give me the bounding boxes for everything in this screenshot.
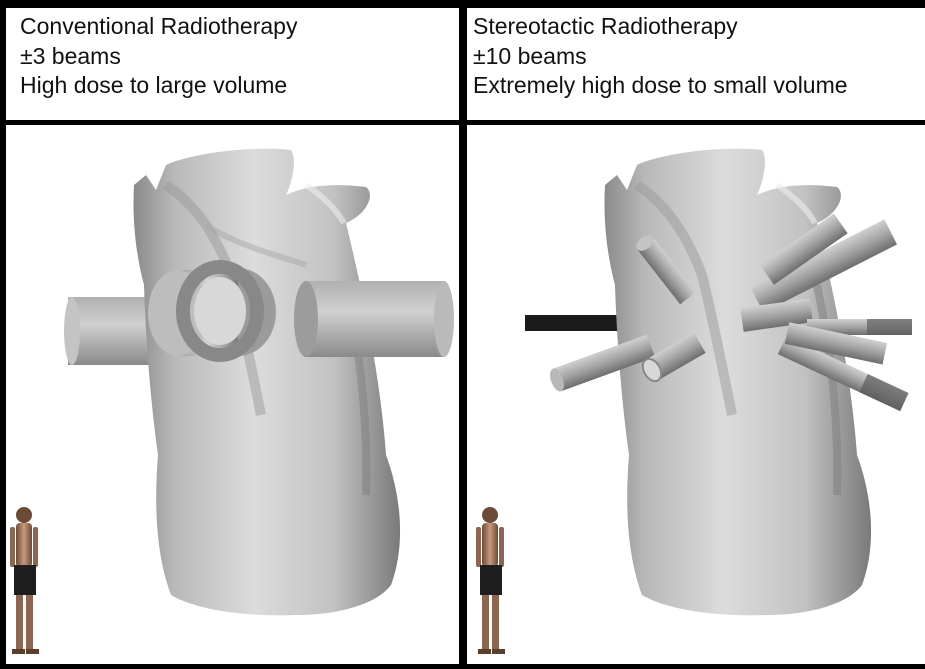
stereotactic-illustration [467, 125, 925, 664]
frame-border-left [0, 0, 6, 669]
human-scale-figure-stereotactic [476, 507, 505, 654]
conventional-description: High dose to large volume [20, 71, 297, 101]
frame-divider-vertical [459, 0, 467, 669]
beam-right-conventional [294, 281, 454, 357]
stereotactic-description: Extremely high dose to small volume [473, 71, 848, 101]
stereotactic-title: Stereotactic Radiotherapy [473, 12, 848, 42]
torso-model-conventional [133, 149, 400, 616]
conventional-svg [6, 125, 459, 664]
beam-center-conventional [148, 267, 276, 356]
frame-border-bottom [0, 664, 925, 669]
human-scale-figure-conventional [10, 507, 39, 654]
conventional-illustration [6, 125, 459, 664]
stereotactic-svg [467, 125, 925, 664]
frame-divider-horizontal [0, 120, 925, 125]
stereotactic-beams: ±10 beams [473, 42, 848, 72]
conventional-title: Conventional Radiotherapy [20, 12, 297, 42]
conventional-beams: ±3 beams [20, 42, 297, 72]
header-conventional: Conventional Radiotherapy ±3 beams High … [20, 12, 297, 101]
header-stereotactic: Stereotactic Radiotherapy ±10 beams Extr… [473, 12, 848, 101]
beam-black-stereotactic [525, 315, 620, 331]
